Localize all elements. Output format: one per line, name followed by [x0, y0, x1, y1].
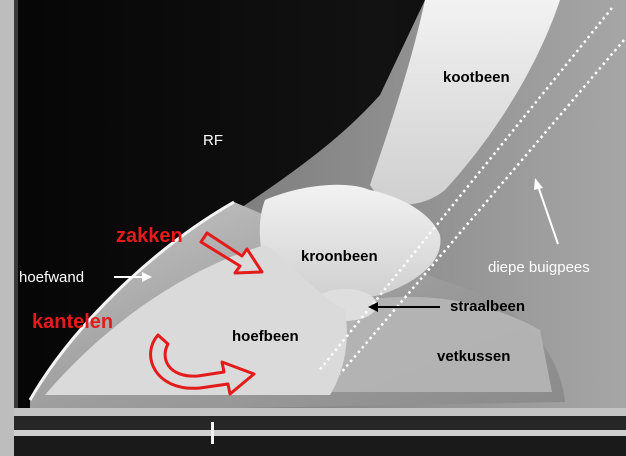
label-diepe-buigpees: diepe buigpees [488, 260, 590, 275]
label-kroonbeen: kroonbeen [301, 249, 378, 264]
label-hoefbeen: hoefbeen [232, 329, 299, 344]
ground-plate [14, 408, 626, 416]
label-kantelen: kantelen [32, 312, 113, 332]
label-straalbeen: straalbeen [450, 299, 525, 314]
label-vetkussen: vetkussen [437, 349, 510, 364]
ground-marker [211, 422, 214, 444]
view-label: RF [203, 133, 223, 148]
ground-base [14, 436, 626, 456]
film-left-edge [0, 0, 14, 456]
label-kootbeen: kootbeen [443, 70, 510, 85]
ground-line [14, 430, 626, 436]
film-left-shadow [14, 0, 18, 456]
label-hoefwand: hoefwand [19, 270, 84, 285]
label-zakken: zakken [116, 226, 183, 246]
ground-shadow [14, 416, 626, 430]
